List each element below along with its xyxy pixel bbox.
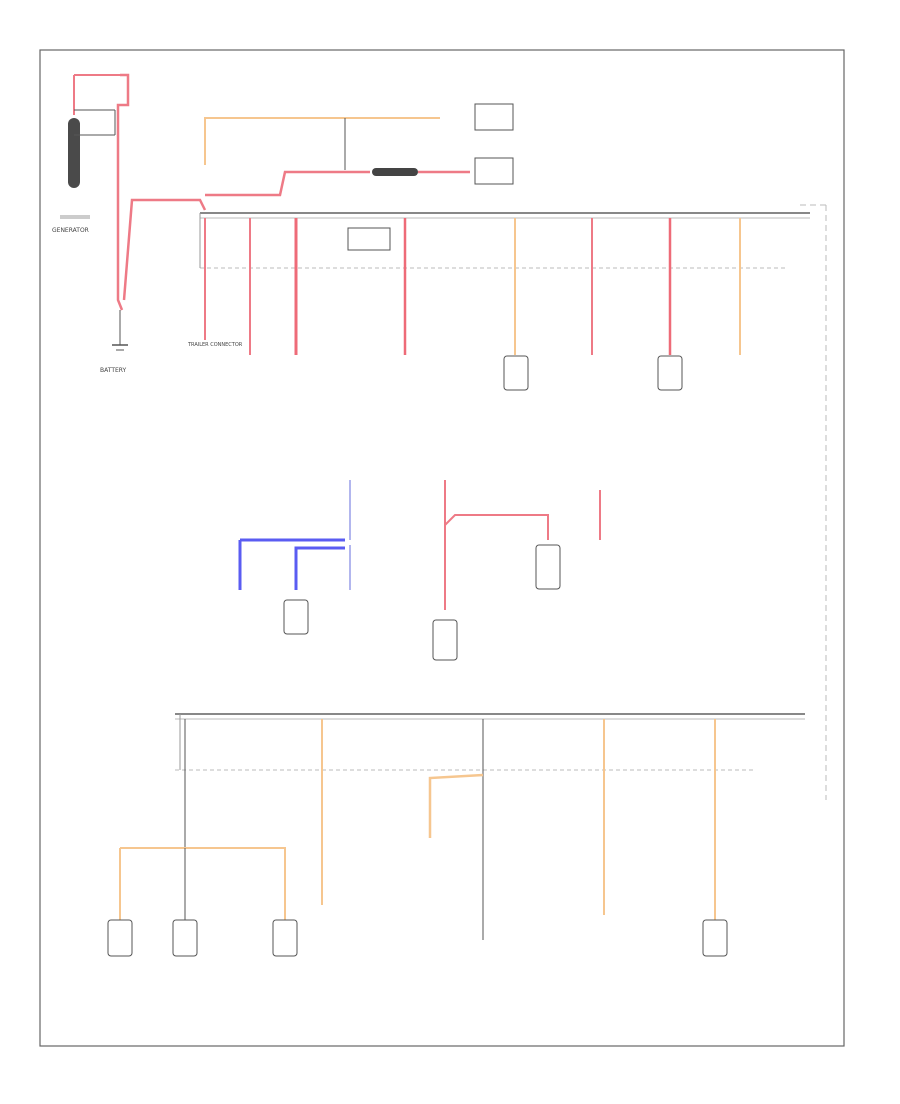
fusible-link-wire xyxy=(205,170,370,197)
trailer-connector-label: TRAILER CONNECTOR xyxy=(187,342,243,348)
component-box xyxy=(107,919,133,957)
generator-component: GENERATOR xyxy=(52,74,120,234)
red-middle-circuit xyxy=(432,480,561,661)
component-box xyxy=(272,919,298,957)
upper-branches xyxy=(204,218,741,355)
starter-feed-wire xyxy=(204,117,440,165)
generator-label: GENERATOR xyxy=(52,227,89,234)
generator-battery-wire xyxy=(116,73,130,311)
diagram-border xyxy=(39,49,845,1047)
component-box xyxy=(172,919,198,957)
component-box xyxy=(702,919,728,957)
ignition-relay xyxy=(474,157,514,185)
upper-fuse-block xyxy=(199,212,810,269)
component-box xyxy=(657,355,683,391)
battery-label: BATTERY xyxy=(100,367,127,374)
component-box xyxy=(503,355,529,391)
blue-circuit xyxy=(238,480,351,635)
lower-branches xyxy=(119,719,716,940)
starter-relay xyxy=(474,103,514,131)
fusible-link xyxy=(372,168,418,176)
battery-feed-wire xyxy=(122,198,207,301)
lower-fuse-block xyxy=(175,713,805,771)
battery-component: BATTERY xyxy=(100,310,128,374)
